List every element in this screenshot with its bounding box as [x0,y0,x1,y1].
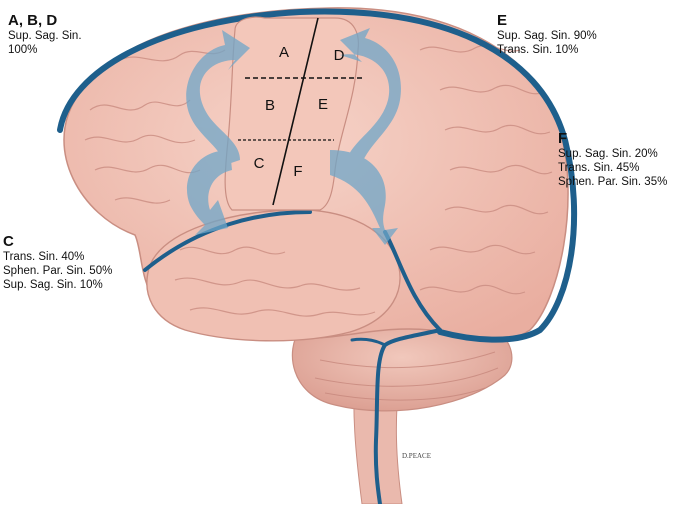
note-f-line: Sphen. Par. Sin. 35% [558,176,668,188]
note-e-line: Trans. Sin. 10% [497,44,579,56]
note-c-line: Trans. Sin. 40% [3,251,85,263]
note-c-heading: C [3,233,14,250]
note-f-line: Trans. Sin. 45% [558,162,640,174]
central-sulcus-line [272,17,319,206]
note-abd-heading: A, B, D [8,12,58,29]
note-f: F Sup. Sag. Sin. 20% Trans. Sin. 45% Sph… [558,130,667,189]
note-f-heading: F [558,130,568,147]
note-abd-line: Sup. Sag. Sin. [8,30,82,42]
artist-signature: D.PEACE [402,452,431,460]
note-e: E Sup. Sag. Sin. 90% Trans. Sin. 10% [497,12,597,57]
note-abd-line: 100% [8,44,38,56]
note-c-line: Sphen. Par. Sin. 50% [3,265,113,277]
note-e-heading: E [497,12,508,29]
superior-sagittal-sinus [57,8,578,343]
cerebellum [291,321,513,412]
cortical-veins [143,210,442,506]
zone-label-f: F [293,163,302,180]
zone-label-a: A [279,44,289,61]
zone-label-e: E [318,96,328,113]
note-e-line: Sup. Sag. Sin. 90% [497,30,597,42]
drainage-arrows [186,28,401,245]
zone-label-b: B [265,97,275,114]
zone-label-d: D [334,47,345,64]
zone-label-c: C [254,155,265,172]
note-f-line: Sup. Sag. Sin. 20% [558,148,658,160]
note-c-line: Sup. Sag. Sin. 10% [3,279,103,291]
note-abd: A, B, D Sup. Sag. Sin. 100% [8,12,82,57]
note-c: C Trans. Sin. 40% Sphen. Par. Sin. 50% S… [3,233,112,292]
